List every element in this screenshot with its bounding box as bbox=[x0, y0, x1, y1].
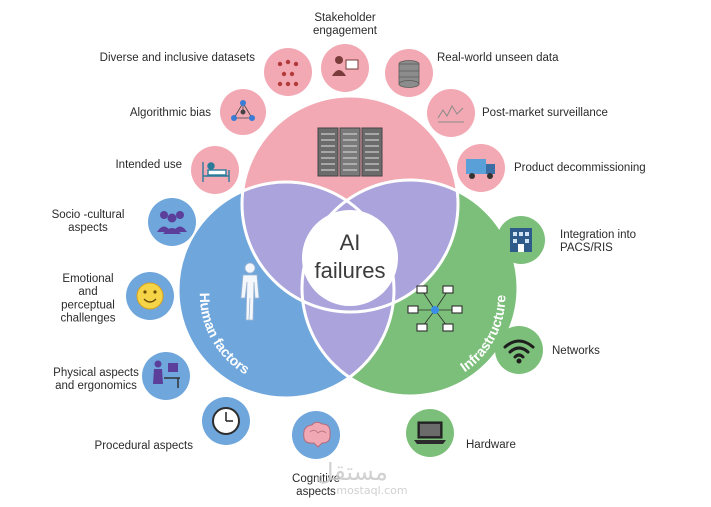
label-line: Diverse and inclusive datasets bbox=[100, 52, 256, 64]
watermark-latin: mostaql.com bbox=[336, 484, 407, 497]
watermark: مستقل mostaql.com bbox=[316, 458, 408, 497]
label-product-decommissioning: Product decommissioning bbox=[514, 162, 646, 174]
watermark-arabic: مستقل bbox=[316, 458, 388, 486]
real-world-data-bubble bbox=[385, 49, 433, 97]
label-procedural-aspects: Procedural aspects bbox=[95, 440, 194, 452]
human-figure-icon bbox=[240, 262, 260, 321]
center-title-line1: AI bbox=[340, 230, 361, 255]
label-line: Intended use bbox=[115, 159, 182, 171]
decommissioning-bubble bbox=[457, 144, 505, 192]
label-line: Procedural aspects bbox=[95, 440, 194, 452]
label-line: Stakeholder bbox=[314, 12, 376, 24]
stakeholder-engagement-bubble bbox=[321, 44, 369, 92]
desk-worker-icon bbox=[153, 360, 180, 388]
algorithmic-bias-bubble bbox=[220, 89, 266, 135]
stakeholder-engagement-icon bbox=[332, 56, 359, 76]
label-line: and ergonomics bbox=[55, 380, 137, 392]
hospital-bed-icon bbox=[202, 162, 230, 182]
clock-icon bbox=[212, 407, 240, 435]
label-line: Emotional bbox=[62, 273, 113, 285]
label-line: PACS/RIS bbox=[560, 242, 613, 254]
integration-bubble bbox=[497, 216, 545, 264]
cognitive-bubble bbox=[292, 411, 340, 459]
label-line: and bbox=[78, 286, 97, 298]
label-line: engagement bbox=[313, 25, 378, 37]
physical-aspects-bubble bbox=[142, 352, 190, 400]
label-line: Physical aspects bbox=[53, 367, 139, 379]
truck-icon bbox=[466, 159, 495, 179]
network-bias-icon bbox=[231, 100, 255, 121]
smiley-face-icon bbox=[136, 282, 164, 310]
people-group-icon bbox=[157, 211, 187, 234]
diverse-people-icon bbox=[277, 59, 299, 87]
label-line: Socio -cultural bbox=[52, 209, 125, 221]
brain-icon bbox=[303, 421, 331, 448]
label-diverse-datasets: Diverse and inclusive datasets bbox=[100, 52, 256, 64]
label-networks: Networks bbox=[552, 345, 600, 357]
label-intended-use: Intended use bbox=[115, 159, 182, 171]
networks-bubble bbox=[495, 326, 543, 374]
surveillance-chart-icon bbox=[437, 104, 464, 123]
center-disc bbox=[302, 210, 398, 306]
intended-use-bubble bbox=[191, 146, 239, 194]
label-line: Post-market surveillance bbox=[482, 107, 608, 119]
center-title-line2: failures bbox=[315, 258, 386, 283]
label-line: aspects bbox=[68, 222, 108, 234]
label-hardware: Hardware bbox=[466, 439, 516, 451]
label-line: Cognitive bbox=[292, 473, 340, 485]
server-rack-icon bbox=[317, 127, 383, 177]
label-line: challenges bbox=[61, 313, 116, 325]
label-algorithmic-bias: Algorithmic bias bbox=[130, 107, 211, 119]
hospital-building-icon bbox=[510, 228, 532, 252]
socio-cultural-bubble bbox=[148, 198, 196, 246]
label-line: perceptual bbox=[61, 299, 115, 311]
label-line: Product decommissioning bbox=[514, 162, 646, 174]
label-real-world-data: Real-world unseen data bbox=[437, 52, 559, 64]
diverse-datasets-bubble bbox=[264, 48, 312, 96]
label-line: Real-world unseen data bbox=[437, 52, 559, 64]
hardware-bubble bbox=[406, 409, 454, 457]
laptop-icon bbox=[414, 421, 446, 444]
emotional-bubble bbox=[126, 272, 174, 320]
procedural-bubble bbox=[202, 397, 250, 445]
label-line: Hardware bbox=[466, 439, 516, 451]
label-line: Algorithmic bias bbox=[130, 107, 211, 119]
label-line: Networks bbox=[552, 345, 600, 357]
label-line: aspects bbox=[296, 486, 336, 498]
wifi-icon bbox=[503, 339, 535, 359]
database-icon bbox=[398, 60, 420, 88]
label-line: Integration into bbox=[560, 229, 636, 241]
network-diagram-icon bbox=[407, 285, 463, 332]
post-market-bubble bbox=[427, 89, 475, 137]
label-post-market-surveillance: Post-market surveillance bbox=[482, 107, 608, 119]
